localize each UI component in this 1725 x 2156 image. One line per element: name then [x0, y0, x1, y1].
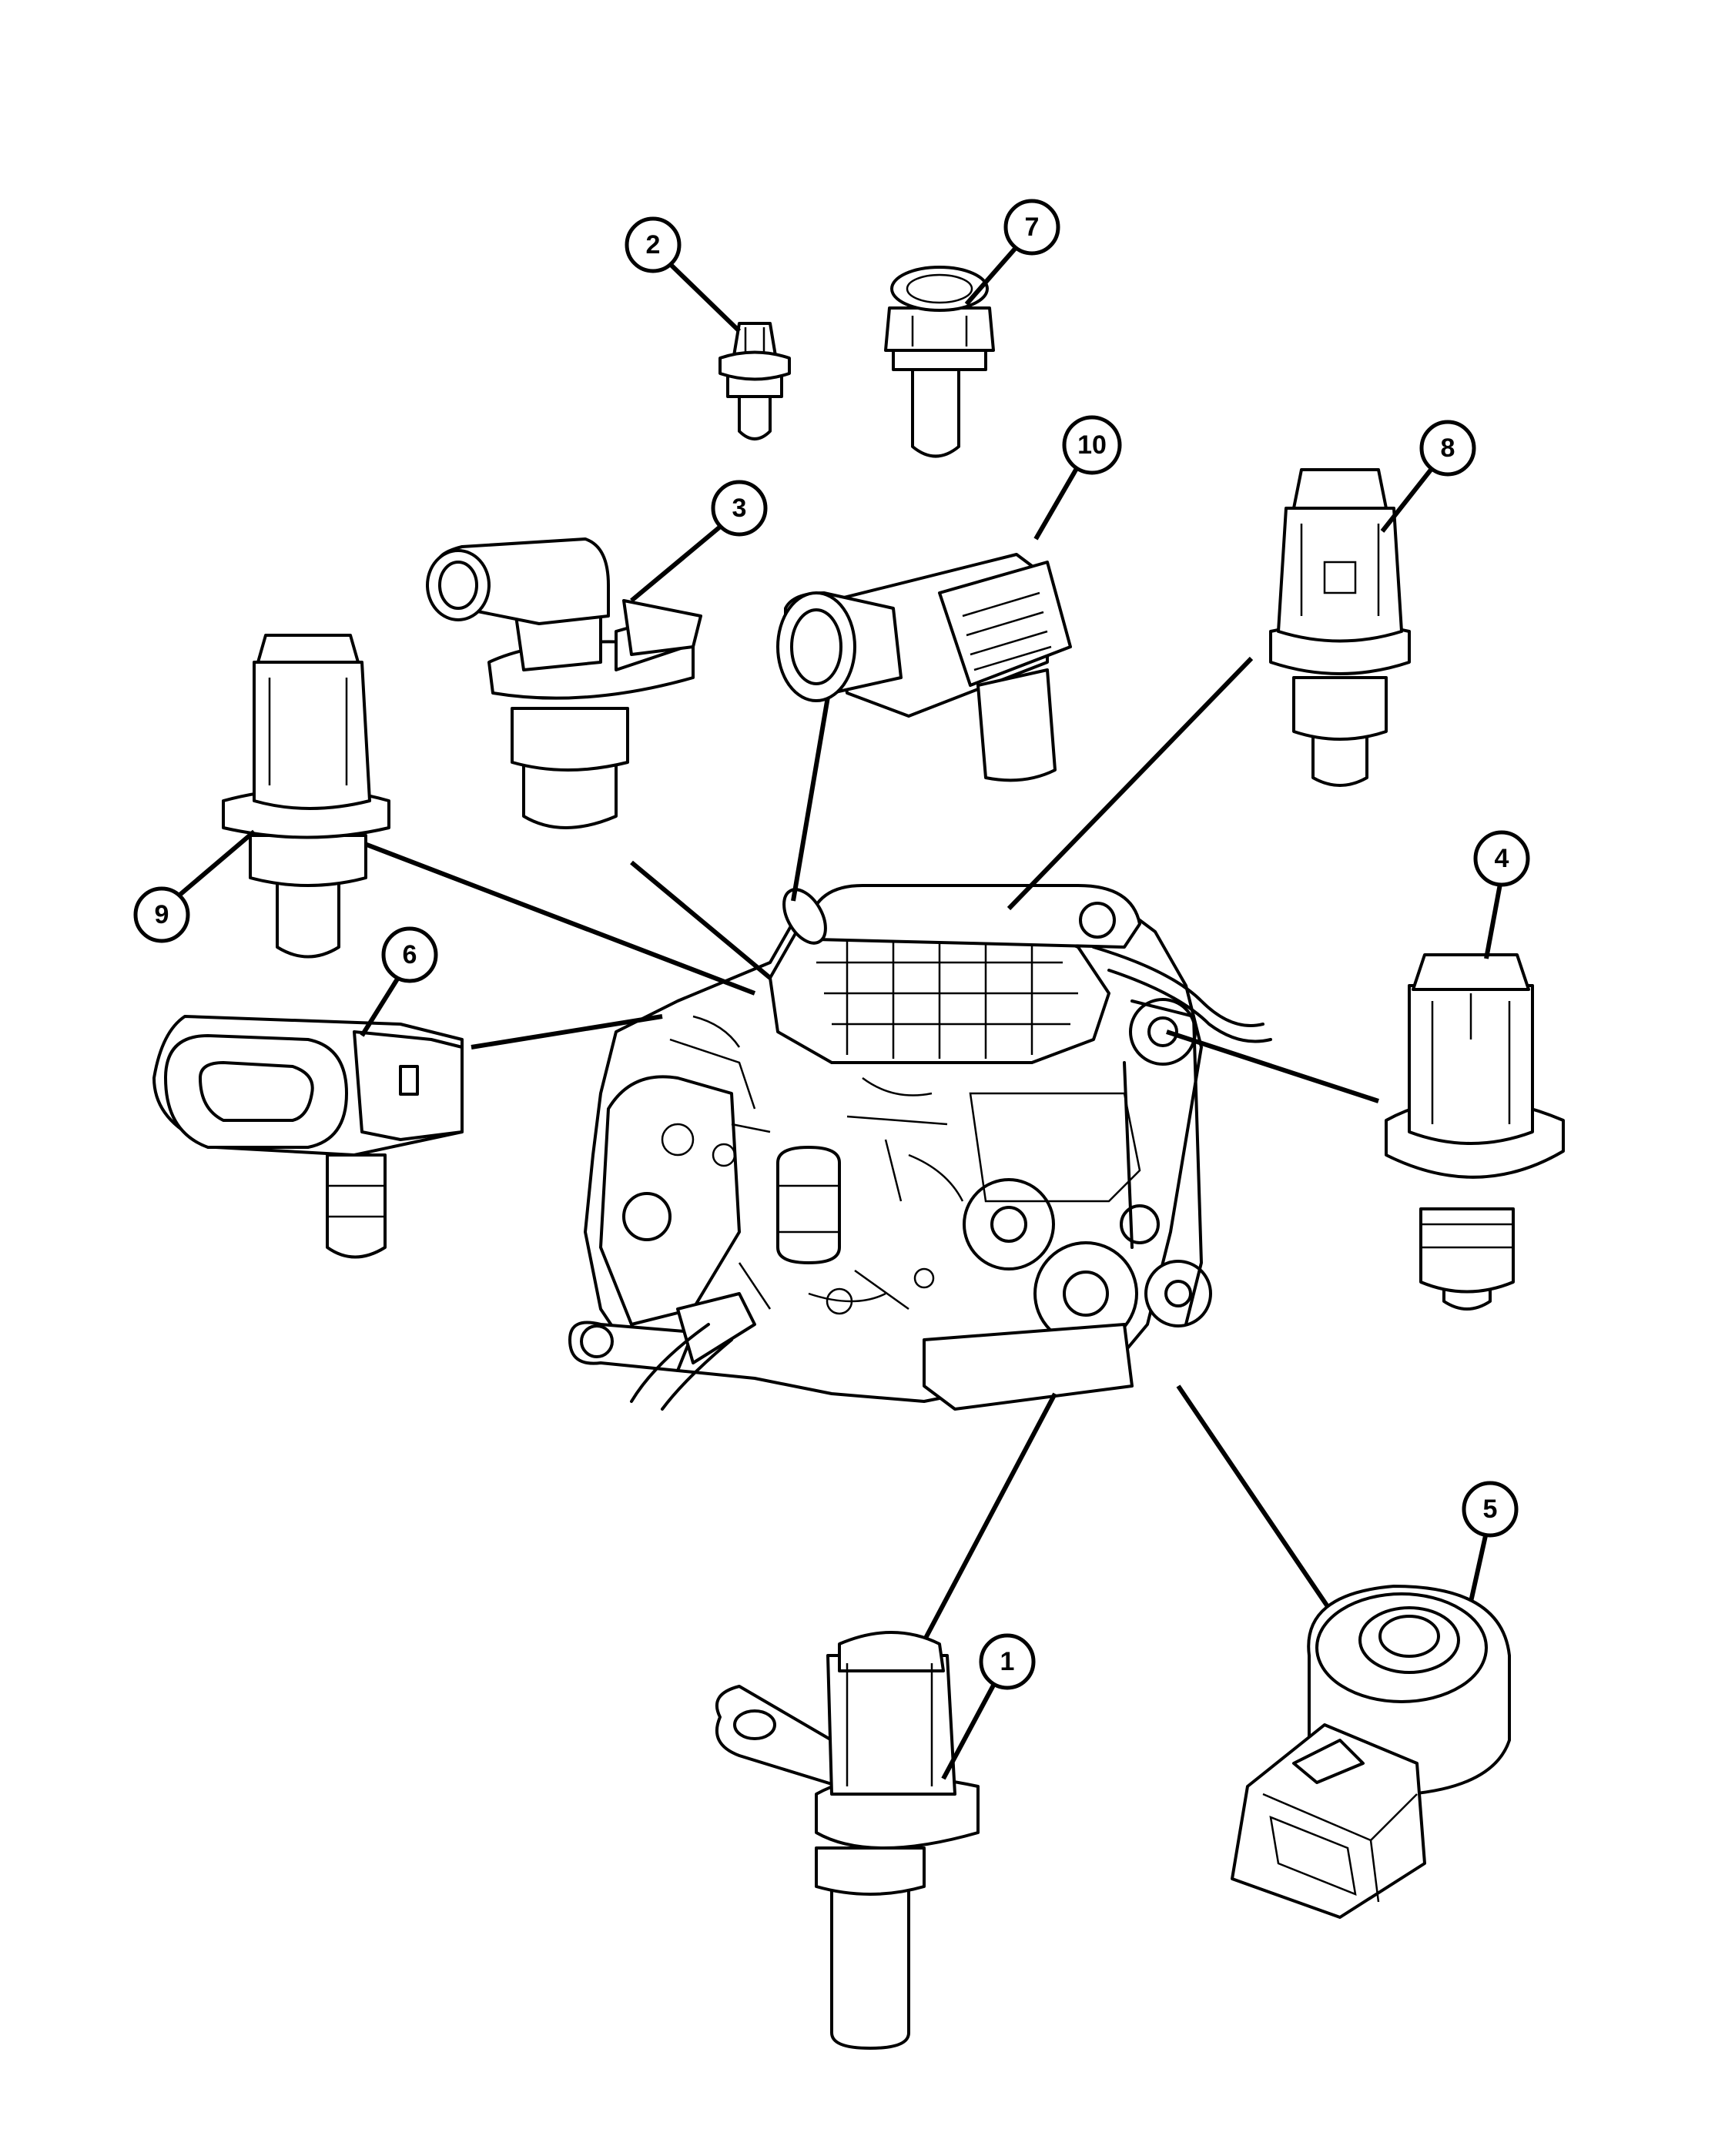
callout-8-label: 8: [1441, 434, 1455, 463]
pointer-5: [1469, 1532, 1489, 1602]
part-5-knock-sensor: [1231, 1585, 1511, 1919]
pointer-3: [630, 521, 725, 603]
part-1-crankshaft-sensor: [715, 1631, 980, 2050]
leader-line-6: [471, 1014, 663, 1050]
callout-6-label: 6: [403, 940, 417, 969]
leader-line-4: [1166, 1029, 1379, 1103]
part-4-temperature-sensor: [1385, 953, 1565, 1311]
pointer-2: [662, 256, 742, 333]
pointer-9: [176, 829, 256, 899]
part-3-camshaft-sensor: [426, 537, 702, 829]
callout-4: 4: [1473, 830, 1530, 887]
callout-8: 8: [1419, 420, 1476, 477]
callout-7-label: 7: [1025, 213, 1040, 242]
leader-line-3: [630, 860, 772, 980]
pointer-7: [964, 241, 1023, 306]
callout-10: 10: [1062, 415, 1122, 475]
callout-7: 7: [1003, 199, 1060, 256]
leader-line-10: [791, 696, 830, 902]
callout-5-label: 5: [1483, 1495, 1498, 1524]
callout-10-label: 10: [1077, 430, 1107, 460]
callout-1-label: 1: [1000, 1647, 1015, 1676]
callout-9: 9: [133, 886, 190, 943]
pointer-1: [941, 1669, 1003, 1780]
callout-2-label: 2: [646, 230, 661, 259]
pointer-4: [1484, 883, 1502, 959]
part-2-bolt: [718, 322, 791, 440]
callout-4-label: 4: [1495, 844, 1509, 873]
pointer-8: [1380, 464, 1436, 533]
pointer-10: [1033, 464, 1080, 541]
part-6-map-sensor: [152, 1015, 464, 1259]
callout-3: 3: [711, 480, 768, 537]
callout-6: 6: [381, 926, 438, 983]
pointer-6: [360, 973, 403, 1037]
leader-line-5: [1176, 1384, 1342, 1626]
leader-line-9: [341, 833, 756, 996]
part-7-plug: [884, 266, 995, 458]
leader-line-8: [1007, 656, 1254, 911]
callout-2: 2: [625, 216, 682, 273]
callouts: 1 2 3 4 5 6 7: [133, 199, 1530, 1780]
callout-9-label: 9: [155, 900, 169, 929]
part-10-airflow-sensor: [776, 553, 1072, 782]
part-8-pressure-sensor: [1269, 468, 1411, 787]
callout-1: 1: [979, 1633, 1036, 1690]
part-9-air-temperature-sensor: [222, 634, 390, 959]
leader-line-1: [914, 1392, 1057, 1657]
leader-lines: [341, 656, 1379, 1657]
callout-3-label: 3: [732, 494, 747, 523]
callout-5: 5: [1462, 1481, 1519, 1538]
engine-assembly: [568, 884, 1272, 1411]
